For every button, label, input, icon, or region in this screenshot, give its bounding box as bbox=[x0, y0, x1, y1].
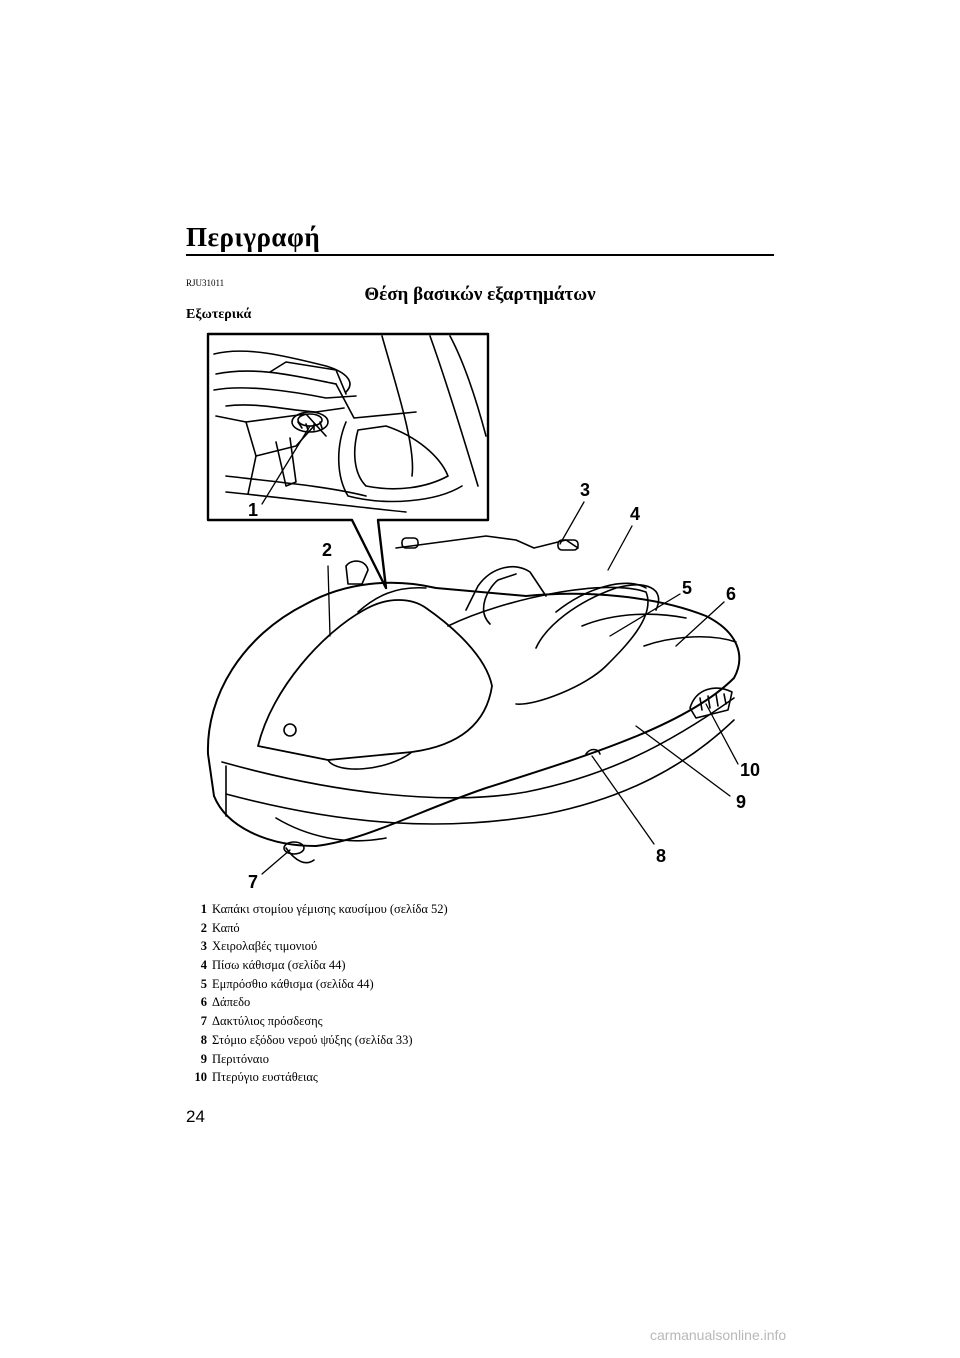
legend-text: Δάπεδο bbox=[212, 995, 251, 1010]
watercraft-hull bbox=[206, 535, 741, 864]
legend-item: 5 Εμπρόσθιο κάθισμα (σελίδα 44) bbox=[186, 975, 448, 994]
callout-8: 8 bbox=[656, 846, 666, 866]
legend-item: 6 Δάπεδο bbox=[186, 993, 448, 1012]
reference-code: RJU31011 bbox=[186, 278, 225, 288]
callout-4: 4 bbox=[630, 504, 640, 524]
callout-1: 1 bbox=[248, 500, 258, 520]
legend-number: 9 bbox=[200, 1051, 207, 1066]
legend-item: 4 Πίσω κάθισμα (σελίδα 44) bbox=[186, 956, 448, 975]
watercraft-diagram: 1 2 3 4 5 6 7 8 9 10 bbox=[206, 332, 760, 892]
legend-text: Πτερύγιο ευστάθειας bbox=[212, 1070, 318, 1085]
legend-text: Καπό bbox=[212, 920, 240, 935]
legend-item: 3 Χειρολαβές τιμονιού bbox=[186, 937, 448, 956]
legend-number: 7 bbox=[200, 1014, 207, 1029]
callout-9: 9 bbox=[736, 792, 746, 812]
legend-number: 10 bbox=[194, 1070, 208, 1085]
legend-text: Εμπρόσθιο κάθισμα (σελίδα 44) bbox=[212, 976, 374, 991]
section-title: Περιγραφή bbox=[186, 222, 321, 252]
parts-legend: 1 Καπάκι στομίου γέμισης καυσίμου (σελίδα… bbox=[186, 900, 448, 1087]
legend-item: 8 Στόμιο εξόδου νερού ψύξης (σελίδα 33) bbox=[186, 1031, 448, 1050]
inset-detail bbox=[206, 332, 490, 590]
legend-item: 1 Καπάκι στομίου γέμισης καυσίμου (σελίδα… bbox=[186, 900, 448, 919]
legend-item: 7 Δακτύλιος πρόσδεσης bbox=[186, 1012, 448, 1031]
callout-3: 3 bbox=[580, 480, 590, 500]
legend-text: Χειρολαβές τιμονιού bbox=[212, 939, 318, 954]
legend-text: Καπάκι στομίου γέμισης καυσίμου (σελίδα … bbox=[212, 902, 448, 916]
legend-number: 2 bbox=[200, 920, 207, 935]
legend-number: 1 bbox=[200, 902, 207, 916]
callout-7: 7 bbox=[248, 872, 258, 892]
legend-number: 4 bbox=[200, 958, 207, 973]
legend-number: 5 bbox=[200, 976, 207, 991]
legend-number: 6 bbox=[200, 995, 207, 1010]
leader-lines bbox=[261, 425, 739, 875]
legend-text: Περιτόναιο bbox=[212, 1051, 269, 1066]
legend-number: 8 bbox=[200, 1032, 207, 1047]
legend-text: Στόμιο εξόδου νερού ψύξης (σελίδα 33) bbox=[212, 1032, 413, 1047]
legend-text: Πίσω κάθισμα (σελίδα 44) bbox=[212, 958, 346, 973]
callout-6: 6 bbox=[726, 584, 736, 604]
callout-2: 2 bbox=[322, 540, 332, 560]
legend-item: 10 Πτερύγιο ευστάθειας bbox=[186, 1068, 448, 1087]
legend-text: Δακτύλιος πρόσδεσης bbox=[212, 1014, 323, 1029]
callout-10: 10 bbox=[740, 760, 760, 780]
legend-item: 2 Καπό bbox=[186, 919, 448, 938]
legend-number: 3 bbox=[200, 939, 207, 954]
page-heading: Θέση βασικών εξαρτημάτων bbox=[364, 284, 596, 305]
callout-5: 5 bbox=[682, 578, 692, 598]
title-rule bbox=[186, 254, 774, 256]
subheading: Εξωτερικά bbox=[186, 307, 252, 322]
page-number: 24 bbox=[186, 1107, 205, 1126]
watermark: carmanualsonline.info bbox=[650, 1327, 787, 1343]
legend-item: 9 Περιτόναιο bbox=[186, 1050, 448, 1069]
